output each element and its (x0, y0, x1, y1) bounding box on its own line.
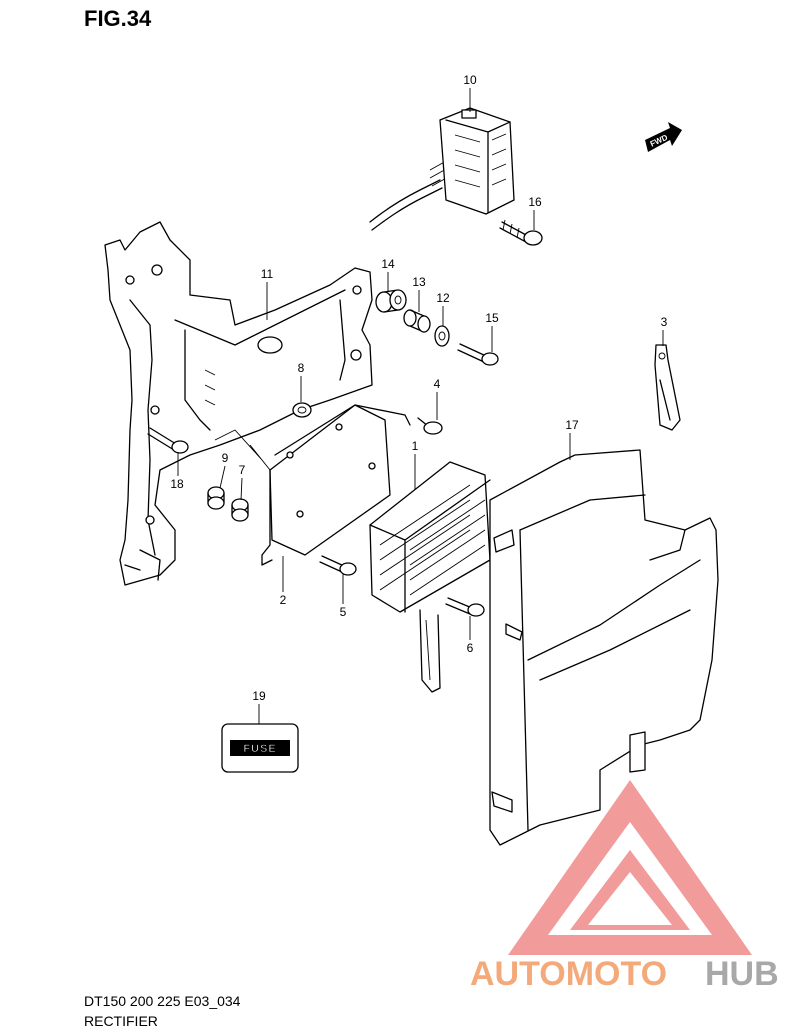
callout-6: 6 (467, 641, 474, 655)
callout-5: 5 (340, 605, 347, 619)
watermark-brand-main: AUTOMOTO (470, 955, 667, 993)
part-8-grommet (292, 402, 312, 418)
fwd-arrow-icon: FWD (645, 122, 682, 152)
callout-11: 11 (261, 267, 274, 281)
watermark-brand-suffix: HUB (705, 955, 779, 993)
callout-8: 8 (298, 361, 305, 375)
callout-numbers: 10 16 11 14 13 12 15 3 8 4 1 17 9 7 18 2… (170, 73, 667, 703)
part-2-plate (214, 404, 411, 566)
callout-18: 18 (170, 477, 184, 491)
part-19-fuse-label: FUSE (221, 723, 299, 773)
model-code: DT150 200 225 E03_034 (84, 993, 241, 1009)
watermark-logo (508, 780, 752, 955)
callout-13: 13 (412, 275, 426, 289)
figure-title: FIG.34 (84, 6, 152, 31)
part-12-washer (434, 325, 450, 347)
callout-12: 12 (436, 291, 450, 305)
watermark-text: AUTOMOTO HUB (470, 955, 779, 993)
part-14-grommet (375, 289, 407, 313)
part-13-collar (403, 309, 431, 333)
part-15-bolt (457, 343, 499, 366)
part-18-bolt (147, 427, 189, 454)
callout-7: 7 (239, 463, 246, 477)
part-9-collar (207, 486, 225, 510)
fwd-label: FWD (649, 133, 670, 149)
callout-1: 1 (412, 439, 419, 453)
part-17-cover (489, 449, 719, 846)
callout-4: 4 (434, 377, 441, 391)
callout-10: 10 (463, 73, 477, 87)
part-1-rectifier (369, 461, 491, 693)
callout-3: 3 (661, 315, 668, 329)
part-16-bolt (499, 219, 543, 246)
callout-17: 17 (565, 418, 579, 432)
part-7-grommet (231, 498, 249, 522)
fuse-text: FUSE (243, 743, 276, 755)
part-4-screw (417, 417, 443, 435)
callout-2: 2 (280, 593, 287, 607)
part-10-regulator (369, 107, 515, 231)
part-6-bolt (445, 597, 485, 617)
callout-14: 14 (381, 257, 395, 271)
part-5-bolt (319, 555, 357, 576)
callout-9: 9 (222, 451, 229, 465)
callout-15: 15 (485, 311, 499, 325)
callout-19: 19 (252, 689, 266, 703)
callout-16: 16 (528, 195, 542, 209)
part-3-clip (654, 344, 681, 431)
figure-name: RECTIFIER (84, 1013, 158, 1029)
callout-lines (177, 88, 664, 724)
part-11-bracket (104, 221, 373, 586)
